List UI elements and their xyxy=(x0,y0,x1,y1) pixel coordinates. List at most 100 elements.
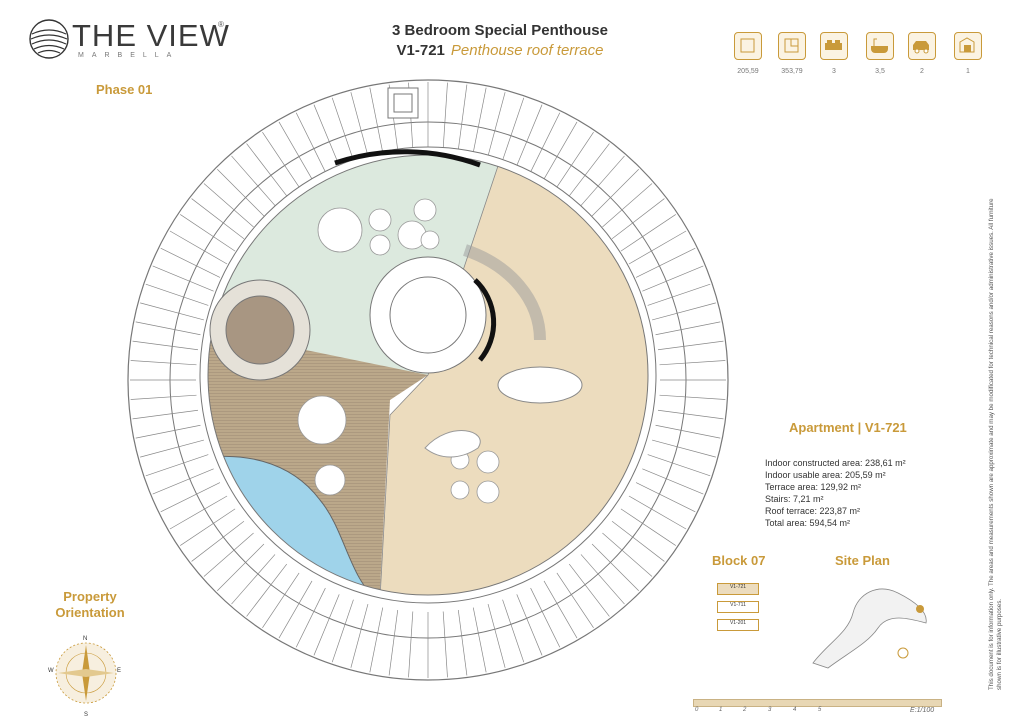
slat-line xyxy=(313,594,340,656)
slat-line xyxy=(635,247,696,278)
slat-line xyxy=(602,532,653,577)
compass-e: E xyxy=(117,668,122,674)
slat-line xyxy=(642,265,704,292)
slat-line xyxy=(620,508,676,546)
floor-plan xyxy=(127,79,729,681)
spec-indoor-constructed: Indoor constructed area: 238,61 m² xyxy=(765,458,906,468)
stair-core-inner xyxy=(389,276,467,354)
slat-line xyxy=(611,520,665,562)
radial-slats xyxy=(130,82,726,678)
slat-line xyxy=(135,424,201,439)
slat-line xyxy=(331,97,354,161)
bedroom-icon xyxy=(820,32,848,60)
slat-line xyxy=(130,394,197,400)
slat-line xyxy=(152,468,214,495)
slat-line xyxy=(442,611,448,678)
slat-line xyxy=(530,112,561,173)
slat-line xyxy=(388,609,399,676)
slat-line xyxy=(502,97,525,161)
slat-line xyxy=(591,543,639,591)
slat-line xyxy=(217,543,265,591)
scale-tick-5: 5 xyxy=(818,707,822,713)
slat-line xyxy=(472,607,487,673)
slat-line xyxy=(203,532,254,577)
slat-line xyxy=(295,112,326,173)
slat-line xyxy=(628,230,687,265)
slat-line xyxy=(350,604,369,668)
slat-line xyxy=(246,563,288,617)
slat-line xyxy=(169,230,228,265)
slat-line xyxy=(350,92,369,156)
slat-line xyxy=(580,155,625,206)
slat-line xyxy=(657,409,724,420)
slat-line xyxy=(647,454,711,477)
slat-line xyxy=(262,572,300,628)
orientation-title-line1: Property xyxy=(63,589,117,604)
slat-line xyxy=(369,607,384,673)
scale-tick-0: 0 xyxy=(695,707,699,713)
slat-line xyxy=(135,321,201,336)
slat-line xyxy=(132,340,199,351)
page-title: 3 Bedroom Special Penthouse xyxy=(392,22,608,39)
slat-line xyxy=(611,198,665,240)
slat-line xyxy=(516,104,543,166)
slat-line xyxy=(530,587,561,648)
slat-line xyxy=(502,599,525,663)
compass-icon xyxy=(55,642,117,704)
site-plan-map xyxy=(812,588,927,669)
slat-line xyxy=(516,594,543,656)
feature-icons: 205,59 353,79 3 3,5 2 1 xyxy=(728,32,998,82)
slat-line xyxy=(145,283,209,306)
block-title: Block 07 xyxy=(712,553,766,568)
apartment-title: Apartment | V1-721 xyxy=(789,420,907,435)
site-plan-title: Site Plan xyxy=(835,553,890,568)
slat-line xyxy=(130,360,197,366)
bathroom-value: 3,5 xyxy=(875,68,885,75)
scale-tick-3: 3 xyxy=(768,707,772,713)
indoor-area-icon xyxy=(734,32,762,60)
slat-line xyxy=(295,587,326,648)
slat-line xyxy=(472,87,487,153)
compass-w: W xyxy=(48,668,54,674)
slat-line xyxy=(652,439,716,458)
scale-bar xyxy=(693,699,942,707)
slat-line xyxy=(457,609,468,676)
slat-line xyxy=(180,508,236,546)
slat-line xyxy=(556,132,594,188)
spec-indoor-usable: Indoor usable area: 205,59 m² xyxy=(765,470,886,480)
scale-label: E:1/100 xyxy=(910,707,935,714)
scale-tick-4: 4 xyxy=(793,707,797,713)
slat-line xyxy=(217,169,265,217)
slat-line xyxy=(160,482,221,513)
slat-line xyxy=(659,394,726,400)
compass-s: S xyxy=(84,712,89,718)
slat-line xyxy=(331,599,354,663)
slat-line xyxy=(655,424,721,439)
slat-line xyxy=(191,198,245,240)
slat-line xyxy=(659,360,726,366)
slat-line xyxy=(580,554,625,605)
slat-line xyxy=(160,247,221,278)
plan-area-icon xyxy=(778,32,806,60)
slat-line xyxy=(655,321,721,336)
slat-line xyxy=(278,121,313,180)
block-unit-3: V1-201 xyxy=(717,619,759,631)
registered-mark: ® xyxy=(218,20,224,29)
slat-line xyxy=(203,183,254,228)
spec-stairs: Stairs: 7,21 m² xyxy=(765,494,824,504)
brand-name: THE VIEW xyxy=(72,18,230,53)
spec-terrace: Terrace area: 129,92 m² xyxy=(765,482,862,492)
slat-line xyxy=(457,84,468,151)
compass-n: N xyxy=(83,636,88,642)
deck-area xyxy=(208,330,428,590)
slat-line xyxy=(647,283,711,306)
slat-line xyxy=(487,604,506,668)
slat-line xyxy=(628,495,687,530)
spec-roof-terrace: Roof terrace: 223,87 m² xyxy=(765,506,861,516)
logo-globe-icon xyxy=(29,19,69,59)
orientation-title-line2: Orientation xyxy=(55,605,125,620)
bedroom-value: 3 xyxy=(832,68,836,75)
slat-line xyxy=(262,132,300,188)
slat-line xyxy=(140,302,204,321)
